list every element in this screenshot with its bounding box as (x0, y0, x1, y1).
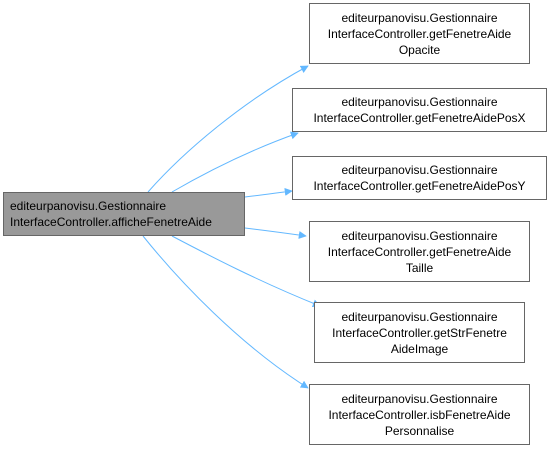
target-node-line3: Opacite (398, 42, 441, 57)
target-node-line1: editeurpanovisu.Gestionnaire (341, 163, 498, 177)
target-node-get-str-fenetre-aide-image[interactable]: editeurpanovisu.Gestionnaire InterfaceCo… (314, 302, 525, 363)
target-node-get-fenetre-aide-pos-y[interactable]: editeurpanovisu.Gestionnaire InterfaceCo… (292, 156, 547, 200)
target-node-line1: editeurpanovisu.Gestionnaire (341, 95, 498, 109)
source-node-line2: InterfaceController.afficheFenetreAide (10, 215, 212, 229)
edge-to-aideimage (171, 235, 321, 308)
source-node-line1: editeurpanovisu.Gestionnaire (10, 199, 167, 213)
target-node-line3: AideImage (390, 341, 449, 356)
target-node-line2: InterfaceController.getStrFenetre (332, 325, 507, 340)
edge-to-taille (244, 227, 307, 239)
target-node-line2: InterfaceController.isbFenetreAide (328, 407, 511, 422)
target-node-line2: InterfaceController.getFenetreAidePosY (313, 179, 526, 193)
target-node-line2: InterfaceController.getFenetreAide (327, 26, 512, 41)
target-node-line2: InterfaceController.getFenetreAide (327, 244, 512, 259)
edge-to-personnalise (142, 235, 309, 389)
target-node-line3: Personnalise (384, 423, 455, 438)
edge-to-opacite (147, 65, 309, 193)
target-node-line2: InterfaceController.getFenetreAidePosX (313, 111, 526, 125)
target-node-get-fenetre-aide-opacite[interactable]: editeurpanovisu.Gestionnaire InterfaceCo… (309, 3, 530, 64)
target-node-line1: editeurpanovisu.Gestionnaire (341, 228, 498, 243)
target-node-get-fenetre-aide-taille[interactable]: editeurpanovisu.Gestionnaire InterfaceCo… (309, 221, 530, 282)
target-node-get-fenetre-aide-pos-x[interactable]: editeurpanovisu.Gestionnaire InterfaceCo… (292, 88, 547, 132)
edge-to-posx (171, 131, 299, 193)
target-node-line1: editeurpanovisu.Gestionnaire (341, 309, 498, 324)
edge-to-posy (244, 187, 293, 198)
target-node-line1: editeurpanovisu.Gestionnaire (341, 391, 498, 406)
source-node-affiche-fenetre-aide[interactable]: editeurpanovisu.Gestionnaire InterfaceCo… (3, 192, 245, 236)
target-node-line1: editeurpanovisu.Gestionnaire (341, 10, 498, 25)
target-node-isb-fenetre-aide-personnalise[interactable]: editeurpanovisu.Gestionnaire InterfaceCo… (309, 384, 530, 445)
target-node-line3: Taille (405, 260, 434, 275)
